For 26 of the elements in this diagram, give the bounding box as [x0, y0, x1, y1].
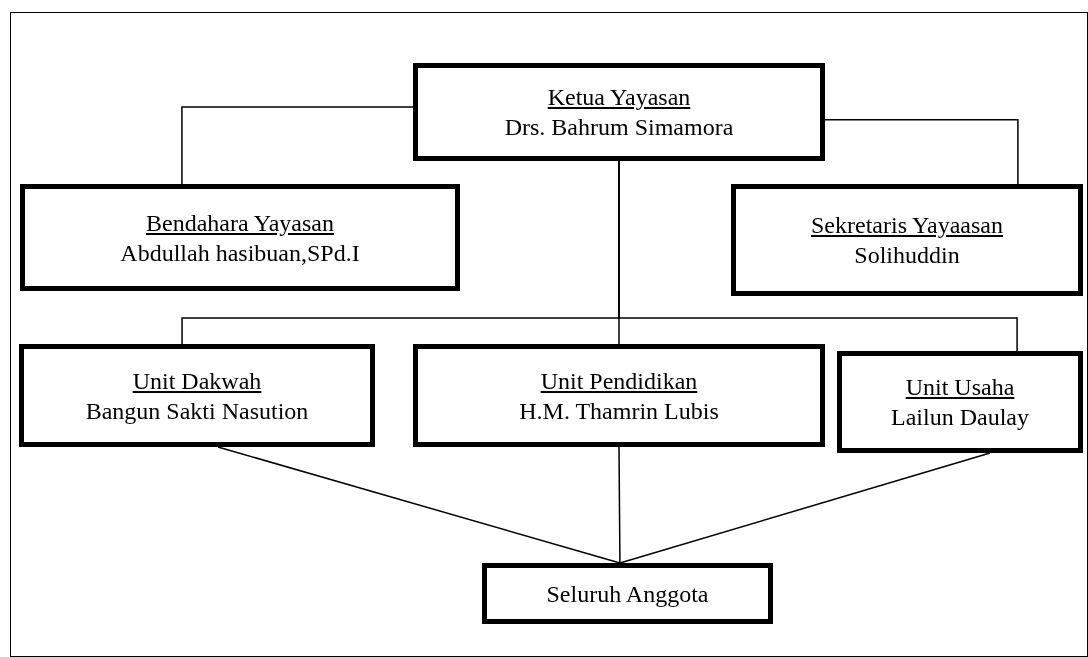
person-name: Solihuddin [854, 241, 960, 270]
connector-line [618, 160, 1018, 352]
org-box [413, 63, 825, 161]
org-box [482, 563, 773, 624]
connector-line [619, 452, 991, 564]
position-title: Bendahara Yayasan [146, 208, 334, 238]
connector-line [618, 446, 621, 564]
org-box [19, 344, 375, 447]
connector-line [217, 446, 621, 564]
person-name: Bangun Sakti Nasution [85, 396, 309, 426]
position-title: Unit Pendidikan [540, 366, 698, 396]
person-name: Seluruh Anggota [546, 579, 709, 609]
org-box [837, 351, 1083, 453]
position-title: Sekretaris Yayaasan [811, 211, 1003, 240]
org-box [413, 344, 825, 447]
org-box [731, 184, 1083, 296]
person-name: Lailun Daulay [891, 403, 1029, 432]
position-title: Ketua Yayasan [547, 83, 691, 112]
connector-line [824, 119, 1019, 185]
person-name: Abdullah hasibuan,SPd.I [120, 238, 360, 268]
position-title: Unit Dakwah [132, 366, 262, 396]
position-title: Unit Usaha [905, 373, 1015, 402]
person-name: H.M. Thamrin Lubis [519, 396, 719, 426]
person-name: Drs. Bahrum Simamora [504, 113, 734, 142]
org-box [20, 184, 460, 291]
connector-line [181, 106, 414, 185]
